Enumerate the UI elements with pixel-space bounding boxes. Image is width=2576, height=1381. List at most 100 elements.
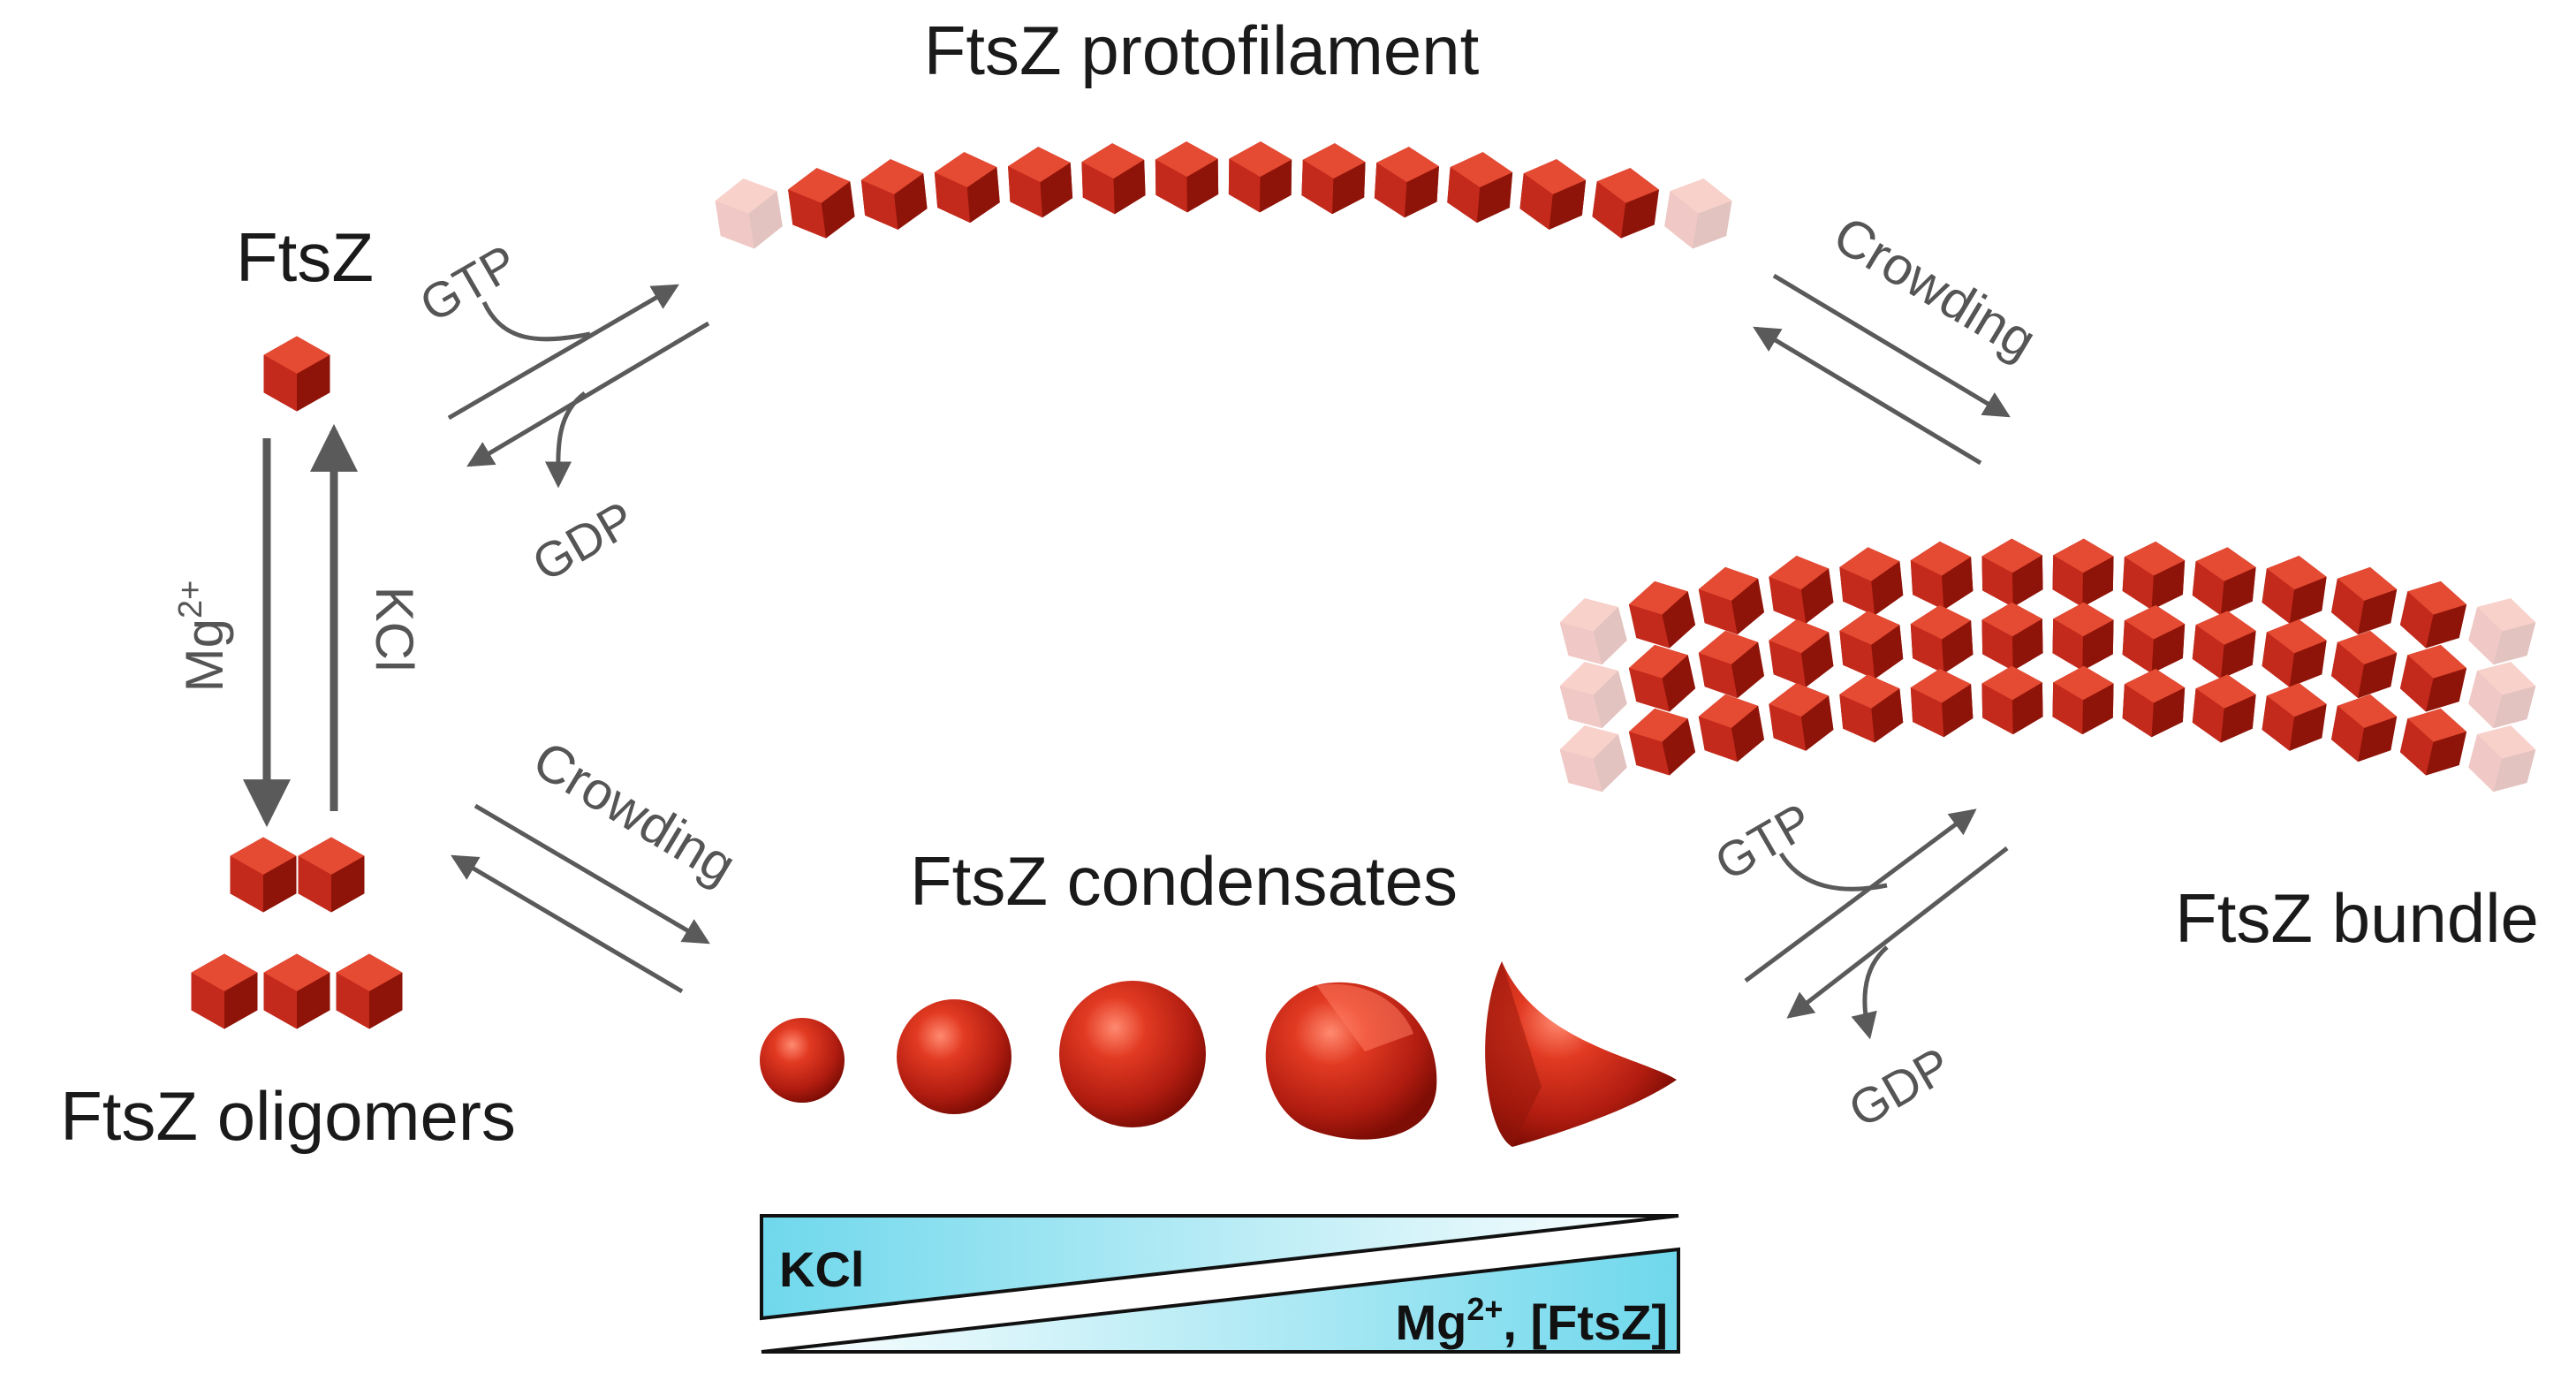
oligomer-monomer [230,837,297,913]
bundle-monomer [2121,539,2186,612]
label-gdp-bottom: GDP [1839,1036,1960,1138]
assembly-arrow-top [447,284,679,421]
bundle-monomer [2464,717,2541,800]
bundle-monomer [1766,551,1837,628]
crowding-forward-arrow-right [1772,273,2011,418]
condensate-droplet-5 [1485,961,1677,1147]
condensate-droplet-5-facet [1485,961,1542,1147]
label-gdp-top: GDP [523,490,644,592]
bundle-monomer [2052,601,2114,672]
condensate-droplet-3 [1059,981,1206,1127]
gtp-curve-top [481,300,591,342]
protofilament-monomer [1589,163,1662,243]
gdp-curve-top [544,391,587,489]
bundle-monomer [1766,615,1837,692]
bundle-monomer [1555,717,1632,800]
oligomer-monomer [263,953,330,1029]
label-gtp-top: GTP [411,233,527,332]
protofilament-monomer [933,149,1002,226]
gradient-label-mg-ftsz: Mg2+, [FtsZ] [1395,1291,1668,1350]
protofilament-monomer [1373,145,1441,220]
bundle-monomer [1909,603,1974,676]
crowding-reverse-arrow-right [1753,326,1982,466]
bundle-monomer [2052,537,2114,608]
bundle-monomer [2328,688,2400,768]
bundle-monomer [2328,561,2400,641]
bundle-monomer [2190,671,2258,746]
gradient-label-kcl: KCl [779,1241,864,1297]
bundle-monomer [2464,654,2541,736]
ftsz-protofilament-shapes [712,140,1735,254]
bundle-monomer [1695,688,1768,768]
crowding-reverse-arrow-left [451,854,684,994]
oligomer-monomer [298,837,365,913]
gtp-gdp-arrows-top [447,284,710,489]
disassembly-arrow-top [466,321,710,467]
gtp-gdp-arrows-bottom [1744,808,2009,1040]
crowding-arrows-left [451,803,710,994]
gtp-curve-bottom [1778,852,1888,892]
bundle-monomer [1981,537,2043,608]
label-condensates: FtsZ condensates [910,842,1458,920]
bundle-monomer [1625,574,1700,655]
oligomer-monomer [191,953,258,1029]
mg-kcl-arrows [243,423,358,828]
bundle-monomer [2396,702,2471,782]
bundle-monomer [1837,607,1905,682]
gradient-mg-ftsz-wedge [761,1247,1680,1354]
ftsz-oligomers-shapes [191,837,403,1029]
crowding-forward-arrow-left [474,803,710,945]
bundle-monomer [2396,574,2471,655]
label-ftsz: FtsZ [236,218,374,296]
bundle-monomer [1837,543,1905,618]
protofilament-monomer [712,173,785,254]
label-mg: Mg2+ [172,580,234,693]
bundle-monomer [1837,671,1905,746]
bundle-monomer [1625,702,1700,782]
oligomer-monomer [336,953,403,1029]
ftsz-monomer [263,336,330,412]
condensate-droplet-1 [760,1018,845,1103]
bundle-monomer [1625,638,1700,718]
protofilament-monomer [1518,156,1588,233]
protofilament-monomer [1445,149,1514,226]
bundle-monomer [2121,603,2186,676]
bundle-monomer [2259,615,2330,692]
bundle-monomer [1909,666,1974,740]
label-kcl: KCl [365,587,424,672]
ftsz-bundle-shapes [1555,537,2541,800]
label-crowding-right: Crowding [1823,205,2046,371]
bundle-monomer [1695,625,1768,704]
label-oligomers: FtsZ oligomers [60,1077,516,1155]
label-bundle: FtsZ bundle [2175,879,2539,957]
bundle-monomer [2190,543,2258,618]
disassembly-arrow-bottom [1786,846,2009,1019]
protofilament-monomer [1006,145,1074,220]
crowding-arrows-right [1753,273,2011,466]
bundle-monomer [2190,607,2258,682]
bundle-monomer [2396,638,2471,718]
bundle-monomer [1981,664,2043,735]
protofilament-monomer [1155,140,1219,213]
bundle-monomer [1555,590,1632,672]
bundle-monomer [1909,539,1974,612]
label-protofilament: FtsZ protofilament [924,11,1480,89]
bundle-monomer [1766,679,1837,755]
gdp-curve-bottom [1851,945,1889,1040]
protofilament-monomer [1080,141,1147,216]
gradient-kcl-wedge [760,1214,1679,1321]
bundle-monomer [1695,561,1768,641]
bundle-monomer [2259,679,2330,755]
gradient-bar [760,1214,1680,1354]
bundle-monomer [1555,654,1632,736]
bundle-monomer [1981,601,2043,672]
bundle-monomer [2464,590,2541,672]
protofilament-monomer [1228,140,1292,213]
condensate-droplet-2 [897,999,1011,1114]
bundle-monomer [2328,625,2400,704]
bundle-monomer [2121,666,2186,740]
bundle-monomer [2052,664,2114,735]
ftsz-monomer-shape [263,336,330,412]
